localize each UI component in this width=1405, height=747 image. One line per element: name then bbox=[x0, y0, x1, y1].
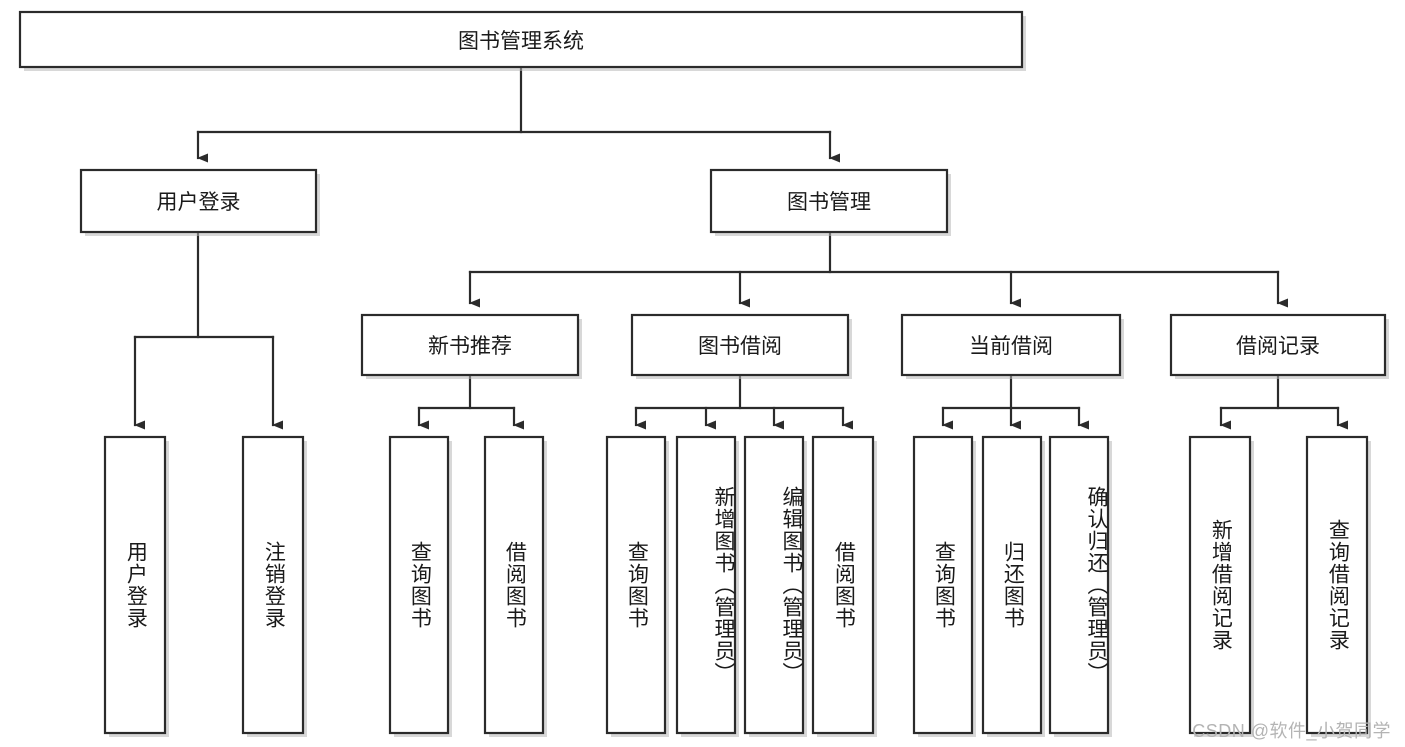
node-leaf-borrow-book-2-box[interactable] bbox=[811, 435, 875, 735]
node-new-book-recommend-box[interactable] bbox=[360, 313, 580, 377]
node-leaf-query-record-box[interactable] bbox=[1305, 435, 1369, 735]
node-leaf-borrow-book-1-box[interactable] bbox=[483, 435, 545, 735]
node-leaf-query-book-1-box[interactable] bbox=[388, 435, 450, 735]
node-leaf-confirm-return-box[interactable] bbox=[1048, 435, 1110, 735]
nodes-layer bbox=[18, 10, 1387, 735]
node-leaf-user-login-box[interactable] bbox=[103, 435, 167, 735]
node-leaf-add-book-box[interactable] bbox=[675, 435, 737, 735]
node-current-borrow-box[interactable] bbox=[900, 313, 1122, 377]
node-user-login-box[interactable] bbox=[79, 168, 318, 234]
node-root-box[interactable] bbox=[18, 10, 1024, 69]
node-book-management-box[interactable] bbox=[709, 168, 949, 234]
node-leaf-query-book-3-box[interactable] bbox=[912, 435, 974, 735]
node-leaf-edit-book-box[interactable] bbox=[743, 435, 805, 735]
node-leaf-query-book-2-box[interactable] bbox=[605, 435, 667, 735]
node-leaf-user-logout-box[interactable] bbox=[241, 435, 305, 735]
edges-layer bbox=[133, 66, 1348, 430]
node-leaf-add-record-box[interactable] bbox=[1188, 435, 1252, 735]
node-book-borrow-box[interactable] bbox=[630, 313, 850, 377]
node-borrow-record-box[interactable] bbox=[1169, 313, 1387, 377]
node-leaf-return-book-box[interactable] bbox=[981, 435, 1043, 735]
